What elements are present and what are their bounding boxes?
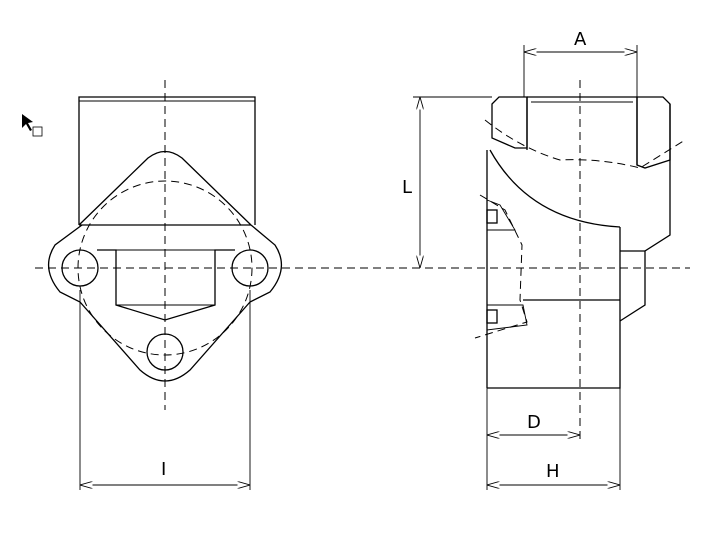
dimension-label-d: D [527,412,541,433]
dimension-label-i: I [161,459,166,480]
arrow-cursor-icon [22,114,43,137]
dimension-label-a: A [574,29,587,50]
front-view [48,96,282,382]
dimension-label-l: L [402,177,412,198]
dimension-D: D [486,388,580,490]
dimension-A: A [523,29,638,97]
dimension-I: I [79,290,251,490]
dimension-H: H [487,388,621,490]
center-lines [35,80,690,440]
dimension-L: L [402,96,492,268]
dimension-label-h: H [546,461,560,482]
